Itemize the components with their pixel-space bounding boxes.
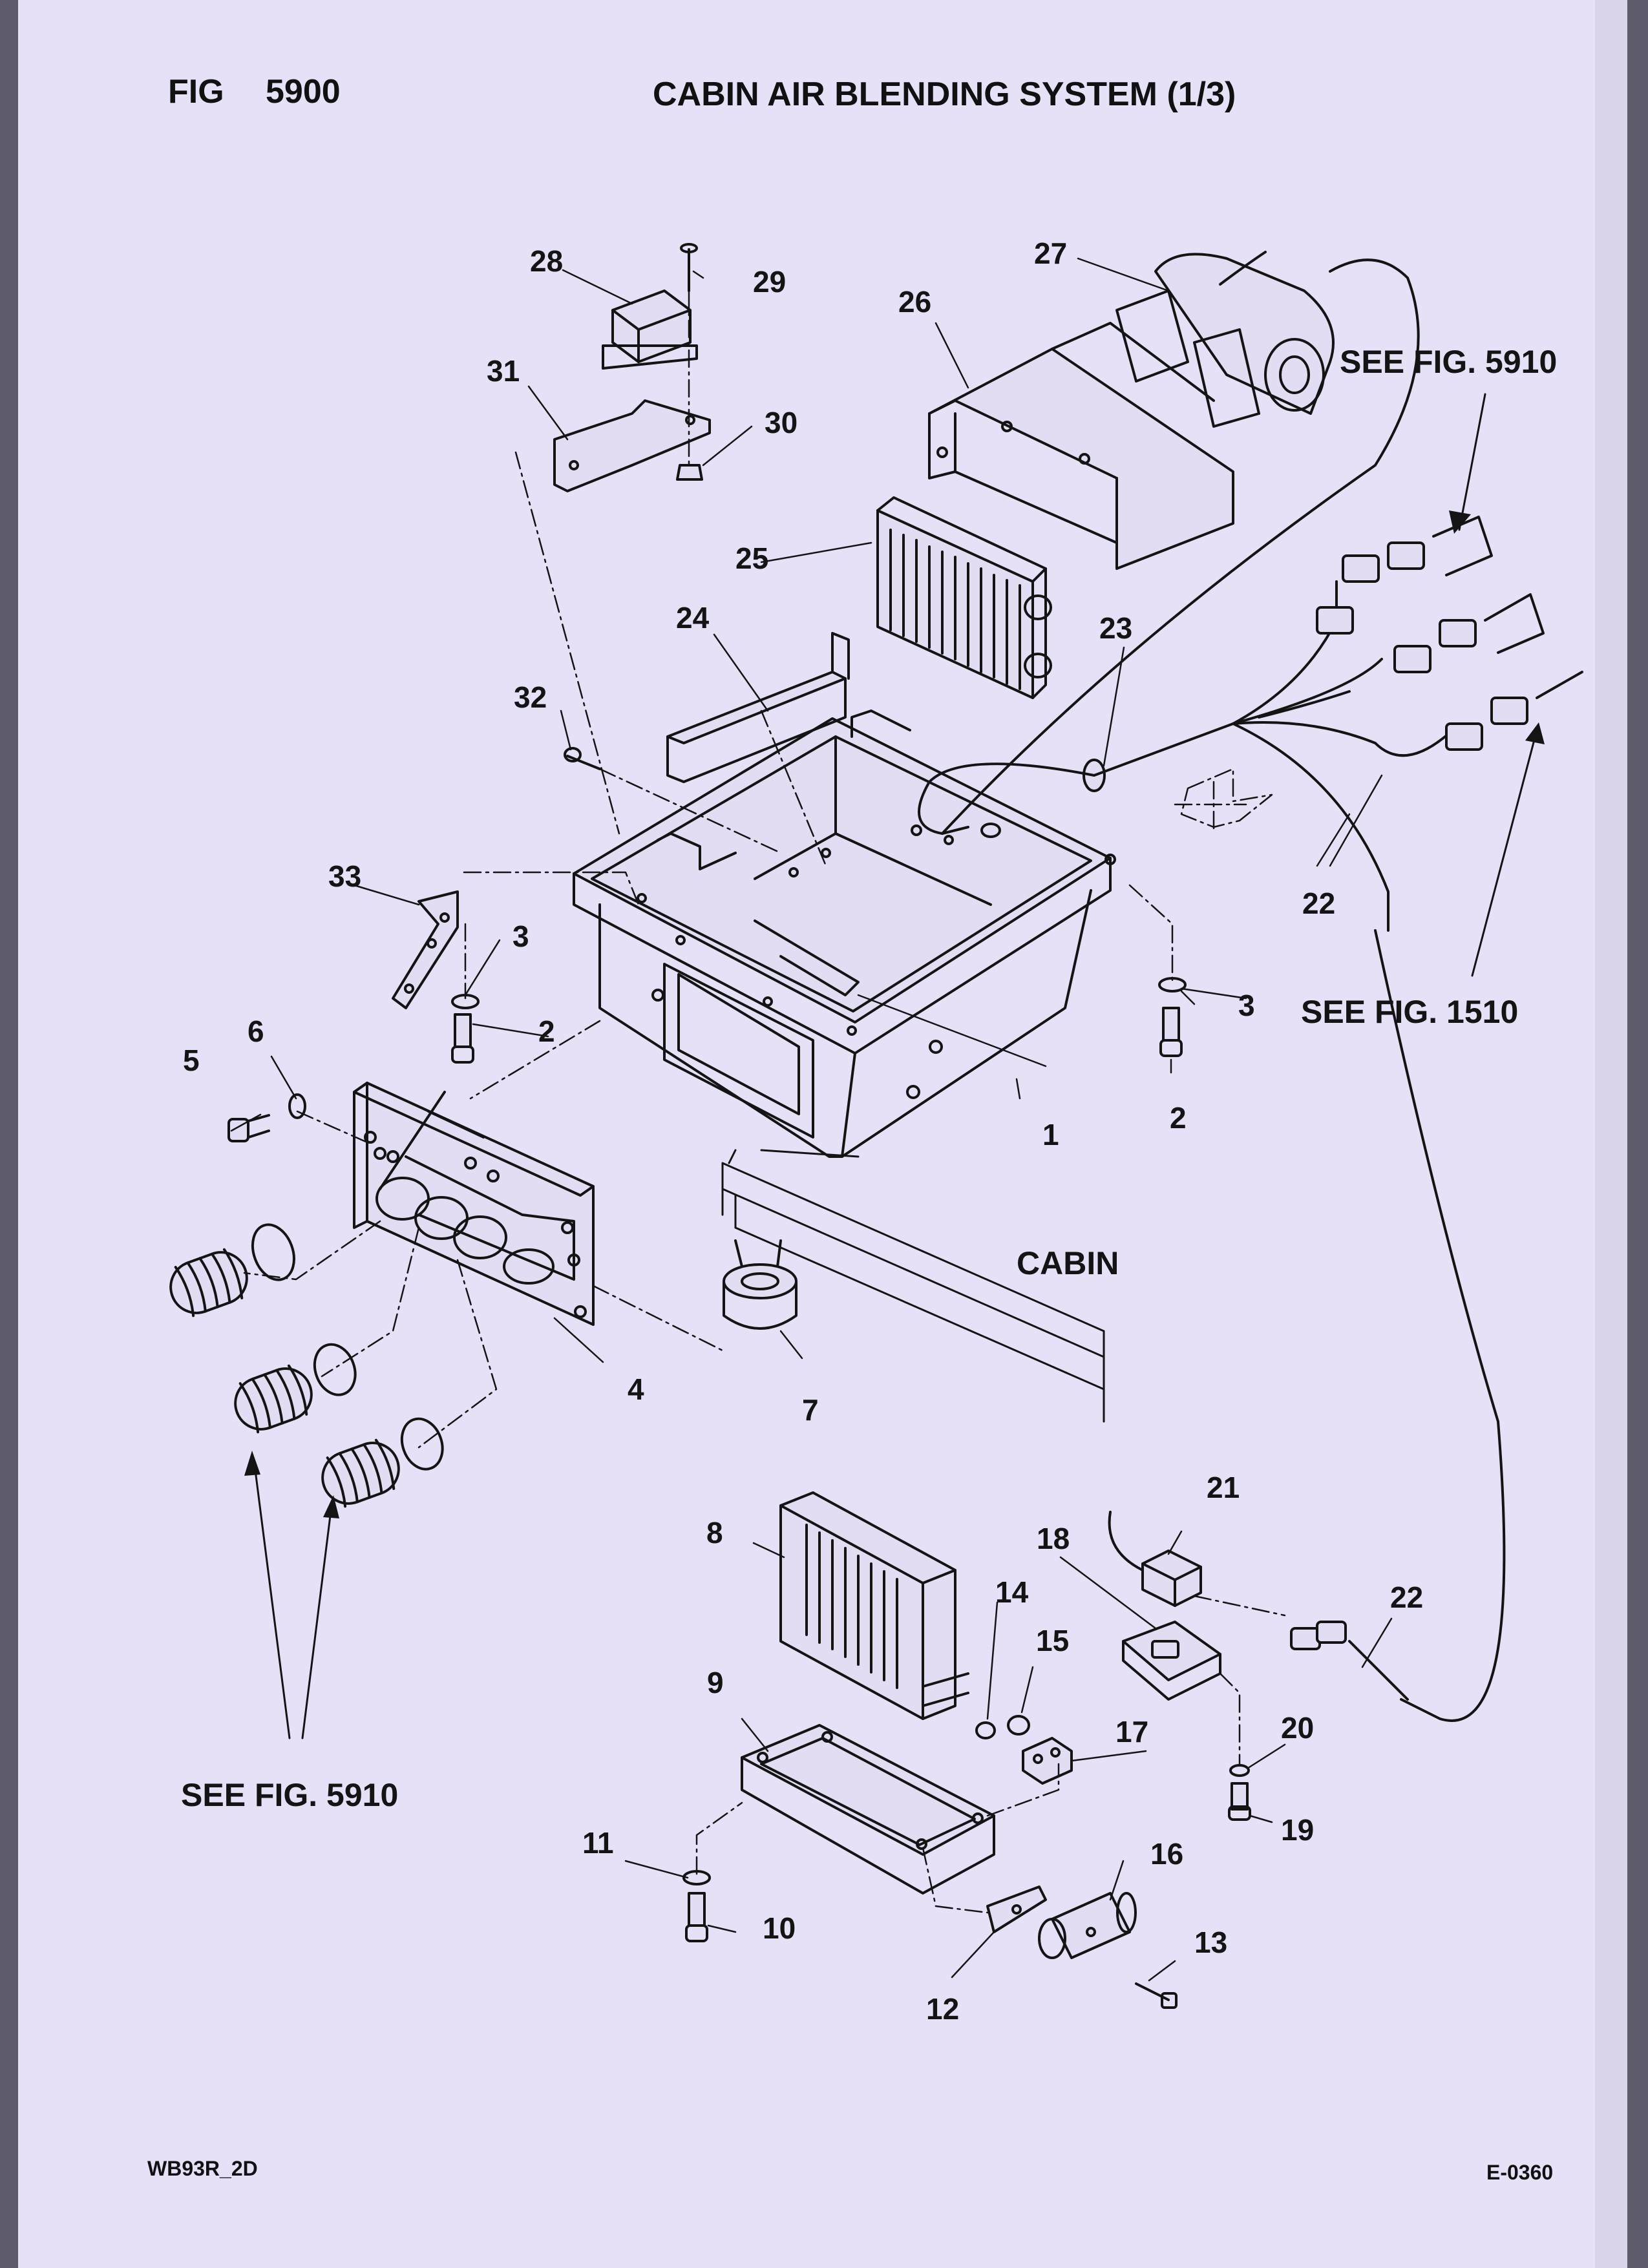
housing-part-1 [573, 709, 1116, 1158]
part-label-19: 19 [1281, 1813, 1314, 1847]
screw-part-29 [680, 243, 698, 292]
seal-part-24 [666, 632, 850, 783]
screw-part-32 [564, 747, 601, 770]
part-label-9: 9 [707, 1666, 724, 1699]
bracket-part-33 [392, 890, 459, 1009]
fig-number: 5900 [266, 73, 341, 110]
page-title: CABIN AIR BLENDING SYSTEM (1/3) [653, 76, 1236, 113]
drawing-sheet: FIG 5900 CABIN AIR BLENDING SYSTEM (1/3) [18, 0, 1627, 2268]
cabin-floor-outline [721, 1149, 1105, 1423]
part-label-33: 33 [328, 859, 361, 893]
relay-part-28 [602, 289, 698, 370]
screw-part-2-right [1159, 1007, 1183, 1057]
part-label-4: 4 [628, 1372, 644, 1406]
fig-prefix: FIG [168, 73, 224, 110]
reference-labels: SEE FIG. 5910 SEE FIG. 1510 SEE FIG. 591… [181, 344, 1557, 1813]
footer-right-code: E-0360 [1486, 2161, 1554, 2184]
part-label-27: 27 [1034, 236, 1067, 270]
screw-part-13 [1135, 1982, 1178, 2009]
part-label-2-right: 2 [1170, 1101, 1187, 1135]
clip-part-12 [986, 1885, 1047, 1933]
expansion-valve-part-16 [1038, 1892, 1137, 1959]
assembly-lines [243, 289, 1286, 1914]
drip-tray-part-9 [741, 1724, 995, 1895]
part-label-8: 8 [706, 1516, 723, 1549]
part-label-24: 24 [676, 601, 710, 635]
exploded-parts-diagram: 1 2 2 3 3 4 5 6 7 8 9 10 11 12 13 14 15 … [169, 236, 1583, 2026]
part-label-26: 26 [898, 285, 931, 319]
part-label-18: 18 [1037, 1522, 1070, 1555]
part-label-16: 16 [1150, 1837, 1183, 1871]
fan-housing-part-26 [928, 322, 1234, 570]
part-label-10: 10 [763, 1911, 796, 1945]
reference-arrows [253, 393, 1538, 1739]
leader-lines [230, 257, 1393, 1982]
nut-part-30 [676, 464, 703, 481]
part-label-2-left: 2 [538, 1014, 555, 1048]
part-label-3-left: 3 [512, 919, 529, 953]
part-label-21: 21 [1207, 1471, 1240, 1504]
arrow-heads [244, 510, 1545, 1518]
evaporator-part-8 [779, 1491, 969, 1720]
part-label-30: 30 [765, 406, 798, 439]
part-label-6: 6 [248, 1014, 264, 1048]
vent-panel-part-4 [353, 1082, 595, 1326]
part-label-22-lower: 22 [1390, 1580, 1423, 1614]
washer-part-6 [288, 1093, 306, 1119]
see-fig-5910-top: SEE FIG. 5910 [1340, 344, 1557, 380]
part-label-31: 31 [487, 354, 520, 388]
part-label-32: 32 [514, 680, 547, 714]
block-part-17 [1022, 1737, 1073, 1785]
footer-left-code: WB93R_2D [147, 2157, 258, 2180]
part-label-28: 28 [530, 244, 563, 278]
wiring-harness-part-22 [918, 258, 1583, 1722]
part-label-23: 23 [1099, 611, 1132, 645]
blower-part-27 [1115, 251, 1335, 428]
hose-set [169, 1223, 444, 1508]
part-number-labels: 1 2 2 3 3 4 5 6 7 8 9 10 11 12 13 14 15 … [183, 236, 1423, 2026]
sheet-edge [1595, 0, 1627, 2268]
part-label-14: 14 [995, 1575, 1029, 1609]
screw-part-2-left [451, 1013, 474, 1064]
part-label-5: 5 [183, 1044, 200, 1077]
o-ring-part-14 [975, 1721, 996, 1739]
cabin-label: CABIN [1017, 1245, 1119, 1281]
part-label-22-upper: 22 [1302, 887, 1335, 920]
part-label-1: 1 [1042, 1118, 1059, 1151]
screw-part-19 [1228, 1782, 1251, 1821]
part-label-12: 12 [926, 1992, 959, 2026]
see-fig-5910-bottom: SEE FIG. 5910 [181, 1777, 398, 1813]
heater-core-part-25 [876, 496, 1052, 699]
part-label-17: 17 [1115, 1715, 1148, 1748]
bracket-part-31 [553, 399, 711, 492]
thermostat-part-21 [1108, 1511, 1202, 1607]
washer-part-20 [1229, 1764, 1250, 1777]
grommet-part-7 [723, 1239, 798, 1330]
see-fig-1510: SEE FIG. 1510 [1301, 994, 1518, 1030]
part-label-25: 25 [735, 541, 768, 575]
o-ring-part-15 [1007, 1715, 1030, 1736]
part-label-3-right: 3 [1238, 989, 1255, 1022]
switch-housing-part-18 [1122, 1621, 1221, 1701]
part-label-13: 13 [1194, 1926, 1227, 1959]
part-label-15: 15 [1036, 1624, 1069, 1657]
part-label-11: 11 [582, 1826, 614, 1860]
part-label-7: 7 [802, 1393, 819, 1427]
part-label-20: 20 [1281, 1711, 1314, 1745]
part-label-29: 29 [753, 265, 786, 299]
screw-part-10 [685, 1892, 708, 1942]
